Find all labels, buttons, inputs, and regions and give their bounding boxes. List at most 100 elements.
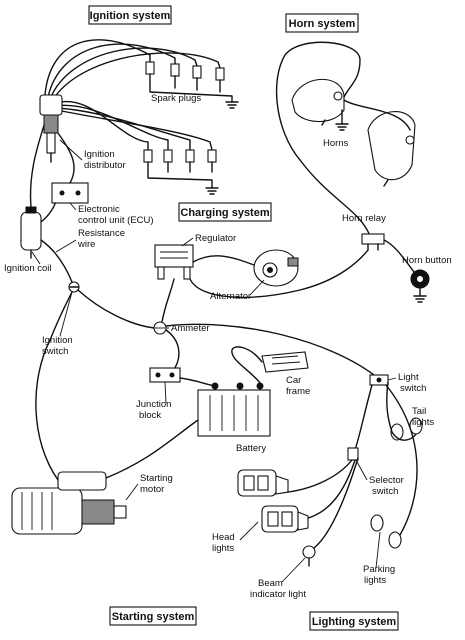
spark-plug-top-1 [145,61,155,87]
ignition-switch-label-1: Ignition [42,335,73,346]
ammeter-to-junction-wire [165,329,180,369]
head-lights-label-2: lights [212,543,234,554]
alternator [253,249,299,287]
regulator-label: Regulator [195,233,236,244]
tail-lights-label-2: lights [412,417,434,428]
head-light-upper [237,469,289,497]
light-switch [369,374,389,386]
spark-plug-top-4 [215,67,225,93]
lighting-system-title-box: Lighting system [309,611,399,631]
regulator-to-horn-relay-wire [189,249,369,299]
spark-plug-bottom-1 [143,149,153,173]
charging-system-title-box: Charging system [178,202,272,222]
starter-cable-from-battery [105,419,199,479]
tail-lights-label-1: Tail [412,406,426,417]
leader-lines [31,139,397,583]
battery-label: Battery [236,443,266,454]
ecu-module [51,182,89,204]
spark-plug-bottom-4 [207,149,217,173]
ammeter-label: Ammeter [171,323,210,334]
ground-symbol-top [225,101,239,109]
spark-plugs-label: Spark plugs [151,93,201,104]
starter-to-ignition-switch-wire [35,291,73,481]
ignition-coil [20,206,42,259]
horn-feed-wire-loop [275,41,371,237]
alternator-label: Alternator [210,291,251,302]
junction-block-label-1: Junction [136,399,171,410]
selector-to-beam-indicator-wire [313,457,359,549]
light-switch-to-selector-wire [354,384,373,451]
parking-light-1 [370,514,384,532]
ignition-system-title: Ignition system [90,10,171,22]
starting-motor-label-1: Starting [140,473,173,484]
ecu-label-1: Electronic [78,204,120,215]
horn-relay-label: Horn relay [342,213,386,224]
spark-plug-top-3 [192,65,202,91]
battery-to-frame-wire [231,346,263,384]
horn-button [410,269,430,303]
junction-block-label-2: block [139,410,161,421]
tail-light-1 [390,423,404,441]
selector-switch-label-2: switch [372,486,398,497]
spark-plug-top-2 [170,63,180,89]
lighting-system-title: Lighting system [312,616,397,628]
coil-to-ecu-wire [40,202,56,223]
selector-switch [347,447,359,461]
parking-lights-label-1: Parking [363,564,395,575]
horn-right [367,111,416,187]
distributor-to-ecu-wire [57,132,75,184]
ignition-switch [68,281,80,293]
light-switch-to-parking-lights-wire [385,384,418,536]
ground-symbol-bottom [205,187,219,195]
relay-to-horn-button-wire [383,239,415,273]
horn-relay [361,233,385,251]
ammeter [153,321,167,335]
ignition-distributor [39,94,63,163]
ignition-distributor-label-2: distributor [84,160,126,171]
starting-motor-label-2: motor [140,484,164,495]
spark-plug-ground-bus-top [149,85,233,103]
resistance-wire [40,239,73,283]
horn-button-label: Horn button [402,255,452,266]
horn-left [291,78,345,126]
light-switch-label-1: Light [398,372,419,383]
horn-system-title-box: Horn system [285,13,359,33]
starting-system-title-box: Starting system [109,606,197,626]
horn-system-title: Horn system [289,18,356,30]
spark-plug-leads [44,39,221,151]
selector-to-headlights-wire [279,459,353,494]
beam-indicator-label-2: indicator light [250,589,306,600]
regulator [154,244,194,280]
selector-switch-label-1: Selector [369,475,404,486]
parking-light-2 [388,531,402,549]
car-frame-label-1: Car [286,375,301,386]
starting-system-title: Starting system [112,611,195,623]
coil-to-distributor-wire [29,124,45,208]
spark-plug-bottom-3 [185,149,195,173]
regulator-to-ammeter-wire [161,278,175,323]
spark-plug-bottom-2 [163,149,173,173]
ecu-label-2: control unit (ECU) [78,215,154,226]
head-light-lower [261,505,309,533]
ignition-system-title-box: Ignition system [88,5,172,25]
ignition-switch-label-2: switch [42,346,68,357]
ignition-coil-label: Ignition coil [4,263,52,274]
parking-lights-label-2: lights [364,575,386,586]
starting-motor [11,471,127,535]
ammeter-to-light-switch-wire [165,323,379,379]
junction-block [149,367,181,383]
ignition-distributor-label-1: Ignition [84,149,115,160]
car-frame-label-2: frame [286,386,310,397]
resistance-wire-label-2: wire [77,239,95,250]
charging-system-title: Charging system [180,207,269,219]
beam-indicator-light [302,545,316,567]
light-switch-label-2: switch [400,383,426,394]
horn-ground-symbol [335,123,349,131]
horns-label: Horns [323,138,349,149]
battery [197,382,271,437]
spark-plug-ground-bus-bottom [147,171,213,189]
beam-indicator-label-1: Beam [258,578,283,589]
resistance-wire-label-1: Resistance [78,228,125,239]
horn-connecting-wire [343,99,411,131]
